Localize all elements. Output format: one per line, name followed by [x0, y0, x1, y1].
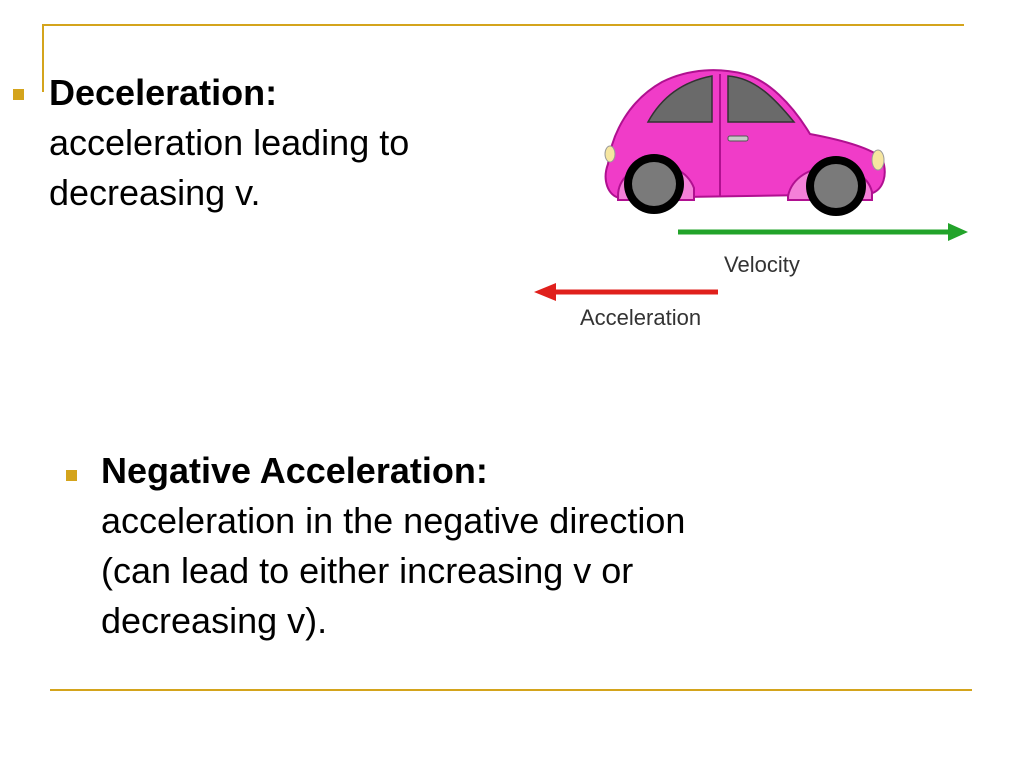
left-rule	[42, 24, 44, 92]
car-diagram: Velocity Acceleration	[534, 69, 968, 330]
bottom-rule	[50, 689, 972, 691]
negative-acceleration-bullet: Negative Acceleration: acceleration in t…	[101, 446, 721, 646]
deceleration-bullet: Deceleration: acceleration leading to de…	[49, 68, 519, 218]
velocity-label: Velocity	[724, 252, 800, 277]
bullet-term: Deceleration:	[49, 72, 278, 113]
bullet-marker	[66, 470, 77, 481]
acceleration-label: Acceleration	[580, 305, 701, 330]
bullet-marker	[13, 89, 24, 100]
bullet-definition: acceleration in the negative direction (…	[101, 500, 686, 641]
bullet-definition: acceleration leading to decreasing v.	[49, 122, 410, 213]
bullet-term: Negative Acceleration:	[101, 450, 488, 491]
top-rule	[42, 24, 964, 26]
car-icon	[604, 69, 886, 216]
acceleration-arrow	[534, 283, 718, 301]
velocity-arrow	[678, 223, 968, 241]
